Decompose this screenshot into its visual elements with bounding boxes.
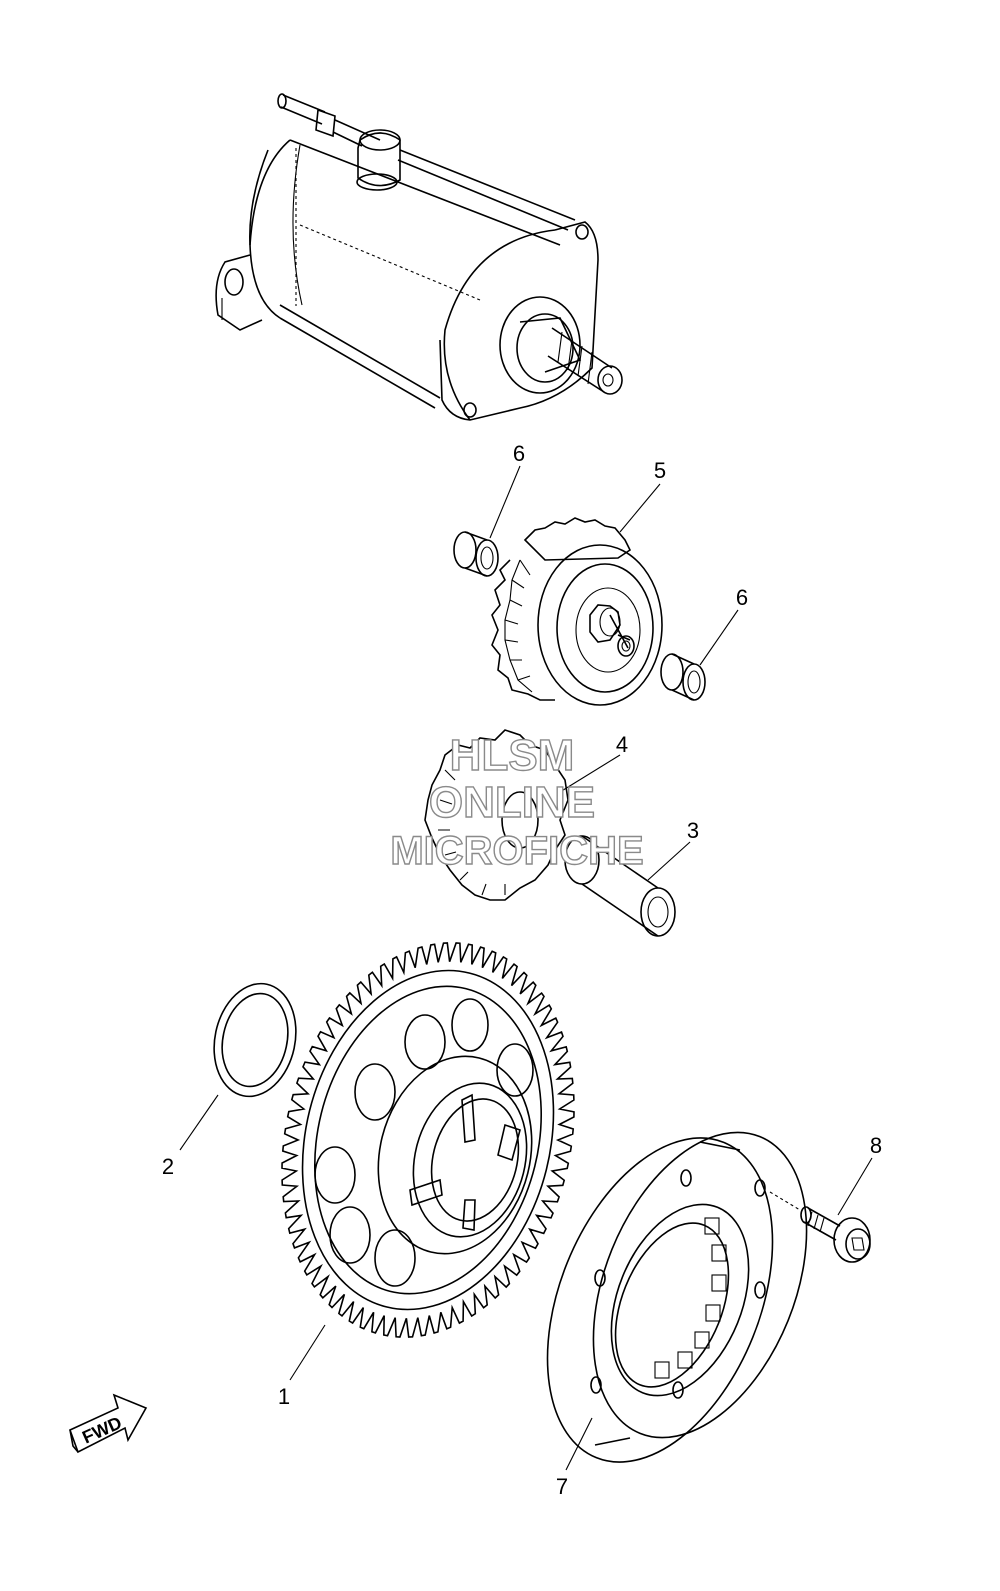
- washer-2[interactable]: [204, 976, 306, 1104]
- callout-6-upper: 6: [513, 441, 525, 466]
- fwd-label: FWD: [79, 1413, 125, 1448]
- watermark-line-3: MICROFICHE: [390, 829, 643, 873]
- callout-2: 2: [162, 1154, 174, 1179]
- callout-7: 7: [556, 1474, 568, 1499]
- collar-lower[interactable]: [660, 653, 706, 701]
- starter-motor[interactable]: [215, 93, 623, 421]
- watermark-line-2: ONLINE: [429, 778, 595, 827]
- starter-idler-gear[interactable]: [491, 517, 663, 706]
- watermark-line-1: HLSM: [450, 731, 575, 780]
- watermark: HLSM ONLINE MICROFICHE: [390, 730, 645, 873]
- callout-labels: 6 5 6 4 3 2 1 7 8: [162, 441, 882, 1499]
- bolt-8[interactable]: [800, 1206, 871, 1263]
- callout-5: 5: [654, 458, 666, 483]
- callout-6-lower: 6: [736, 585, 748, 610]
- leader-lines: [179, 465, 873, 1471]
- starter-wheel-gear[interactable]: [268, 942, 588, 1338]
- collar-upper[interactable]: [453, 531, 499, 577]
- callout-4: 4: [616, 732, 628, 757]
- starter-clutch-7[interactable]: [504, 1101, 848, 1495]
- fwd-arrow-icon: FWD: [68, 1393, 148, 1454]
- gear-teeth: [281, 942, 575, 1338]
- callout-8: 8: [870, 1133, 882, 1158]
- callout-1: 1: [278, 1384, 290, 1409]
- callout-3: 3: [687, 818, 699, 843]
- starter-gear-4[interactable]: [424, 729, 569, 901]
- shaft-collar-3[interactable]: [564, 835, 676, 937]
